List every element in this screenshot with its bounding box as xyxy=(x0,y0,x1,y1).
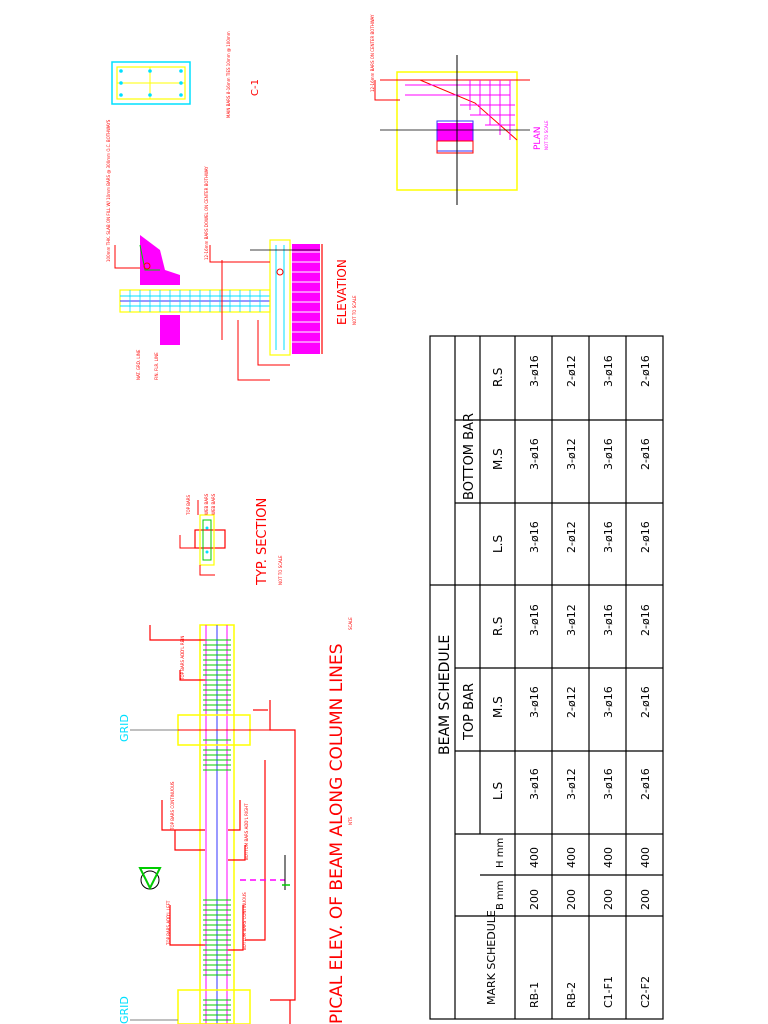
note-top-bars-left: TOP BARS ADD'L LEFT xyxy=(166,900,171,946)
schedule-cell-bottom: 2-ø12 xyxy=(565,355,578,387)
schedule-cell-bottom: 2-ø16 xyxy=(639,438,652,470)
grid-label-left: GRID xyxy=(118,714,131,742)
beam-elevation-scale: SCALE xyxy=(348,617,353,630)
section-note-web-bars: WEB BARS xyxy=(204,493,209,515)
beam-elevation-drawing xyxy=(130,624,296,1024)
elev-note-slab: 100mm THK. SLAB ON FILL W/ 10mm BARS @ 3… xyxy=(106,119,111,262)
elevation-title: ELEVATION xyxy=(335,259,349,325)
plan-scale: NOT TO SCALE xyxy=(544,120,549,150)
schedule-sub-ms-bottom: M.S xyxy=(491,448,505,470)
note-top-bars-add: TOP BARS ADD'L REIN xyxy=(180,636,185,681)
schedule-cell-h: 400 xyxy=(639,847,652,868)
grid-label-bottom: GRID xyxy=(118,996,131,1024)
beam-schedule-table xyxy=(429,335,664,1020)
schedule-cell-b: 200 xyxy=(565,889,578,910)
section-note-top-bars: TOP BARS xyxy=(186,494,191,516)
schedule-cell-top: 2-ø16 xyxy=(639,604,652,636)
schedule-cell-top: 3-ø12 xyxy=(565,604,578,636)
schedule-sub-ls-bottom: L.S xyxy=(491,535,505,553)
beam-schedule-text: BEAM SCHEDULE TOP BAR BOTTOM BAR MARK SC… xyxy=(437,368,506,1005)
schedule-cell-mark: RB-2 xyxy=(565,982,578,1008)
schedule-cell-h: 400 xyxy=(565,847,578,868)
schedule-cell-top: 3-ø16 xyxy=(602,768,615,800)
beam-elevation-nts: NTS xyxy=(348,817,353,825)
schedule-cell-top: 3-ø12 xyxy=(565,768,578,800)
schedule-cell-bottom: 2-ø16 xyxy=(639,355,652,387)
schedule-cell-bottom: 2-ø12 xyxy=(565,521,578,553)
schedule-cell-top: 2-ø16 xyxy=(639,768,652,800)
schedule-cell-top: 2-ø16 xyxy=(639,686,652,718)
schedule-h-header: H mm xyxy=(495,838,506,868)
column-c1-drawing xyxy=(111,61,191,105)
column-mark-c1: C-1 xyxy=(250,79,261,96)
column-note: MAIN BARS 8-16mm TIES 10mm @ 100mm xyxy=(226,31,231,118)
beam-elevation-title: PICAL ELEV. OF BEAM ALONG COLUMN LINES xyxy=(327,643,347,1024)
schedule-cell-bottom: 3-ø12 xyxy=(565,438,578,470)
schedule-cell-mark: C2-F2 xyxy=(639,976,652,1008)
schedule-b-header: B mm xyxy=(495,880,506,910)
schedule-sub-rs-bottom: R.S xyxy=(491,368,505,387)
schedule-cell-top: 2-ø12 xyxy=(565,686,578,718)
schedule-cell-mark: RB-1 xyxy=(528,982,541,1008)
schedule-cell-bottom: 3-ø16 xyxy=(602,438,615,470)
elev-note-ngl: NAT. GRD. LINE xyxy=(136,349,141,380)
schedule-cell-bottom: 3-ø16 xyxy=(602,355,615,387)
schedule-cell-top: 3-ø16 xyxy=(528,686,541,718)
schedule-cell-b: 200 xyxy=(528,889,541,910)
note-bottom-bars-continuous: BOTTOM BARS CONTINUOUS xyxy=(242,892,247,950)
typical-section-drawing xyxy=(179,500,226,576)
schedule-sub-ls-top: L.S xyxy=(491,782,505,800)
elev-note-dowels: 12-16mm BARS DOWEL ON CENTER BOTHWAY xyxy=(204,166,209,260)
plan-note: 12-16mm BARS ON CENTER BOTHWAY xyxy=(370,14,375,92)
schedule-cell-bottom: 3-ø16 xyxy=(528,355,541,387)
schedule-title: BEAM SCHEDULE xyxy=(437,635,453,755)
schedule-top-bar-header: TOP BAR xyxy=(462,683,477,741)
elev-note-fgl: FIN. FLR. LINE xyxy=(154,352,159,380)
schedule-cell-b: 200 xyxy=(602,889,615,910)
schedule-cell-top: 3-ø16 xyxy=(528,768,541,800)
section-note-ties: WEB BARS xyxy=(211,493,216,515)
typ-section-title: TYP. SECTION xyxy=(255,498,270,586)
schedule-sub-ms-top: M.S xyxy=(491,696,505,718)
schedule-bottom-bar-header: BOTTOM BAR xyxy=(462,413,477,500)
schedule-cell-b: 200 xyxy=(639,889,652,910)
typ-section-scale: NOT TO SCALE xyxy=(278,555,283,585)
schedule-cell-bottom: 3-ø16 xyxy=(528,438,541,470)
schedule-mark-header: MARK SCHEDULE xyxy=(485,910,498,1005)
schedule-cell-bottom: 3-ø16 xyxy=(602,521,615,553)
schedule-cell-h: 400 xyxy=(602,847,615,868)
schedule-sub-rs-top: R.S xyxy=(491,617,505,636)
schedule-cell-top: 3-ø16 xyxy=(602,686,615,718)
plan-title: PLAN xyxy=(533,126,543,150)
schedule-cell-mark: C1-F1 xyxy=(602,976,615,1008)
schedule-cell-h: 400 xyxy=(528,847,541,868)
note-top-bars-continuous: TOP BARS CONTINUOUS xyxy=(170,781,175,831)
elevation-scale: NOT TO SCALE xyxy=(352,295,357,325)
beam-schedule-rows: RB-1 200 400 3-ø16 3-ø16 3-ø16 3-ø16 3-ø16 3-ø16… xyxy=(528,355,652,1008)
note-bottom-bars-add: BOTTOM BARS ADD'L RIGHT xyxy=(244,803,249,860)
footing-elevation-drawing xyxy=(114,235,323,381)
footing-plan-drawing xyxy=(374,55,530,205)
schedule-cell-top: 3-ø16 xyxy=(602,604,615,636)
schedule-cell-bottom: 2-ø16 xyxy=(639,521,652,553)
schedule-cell-bottom: 3-ø16 xyxy=(528,521,541,553)
schedule-cell-top: 3-ø16 xyxy=(528,604,541,636)
